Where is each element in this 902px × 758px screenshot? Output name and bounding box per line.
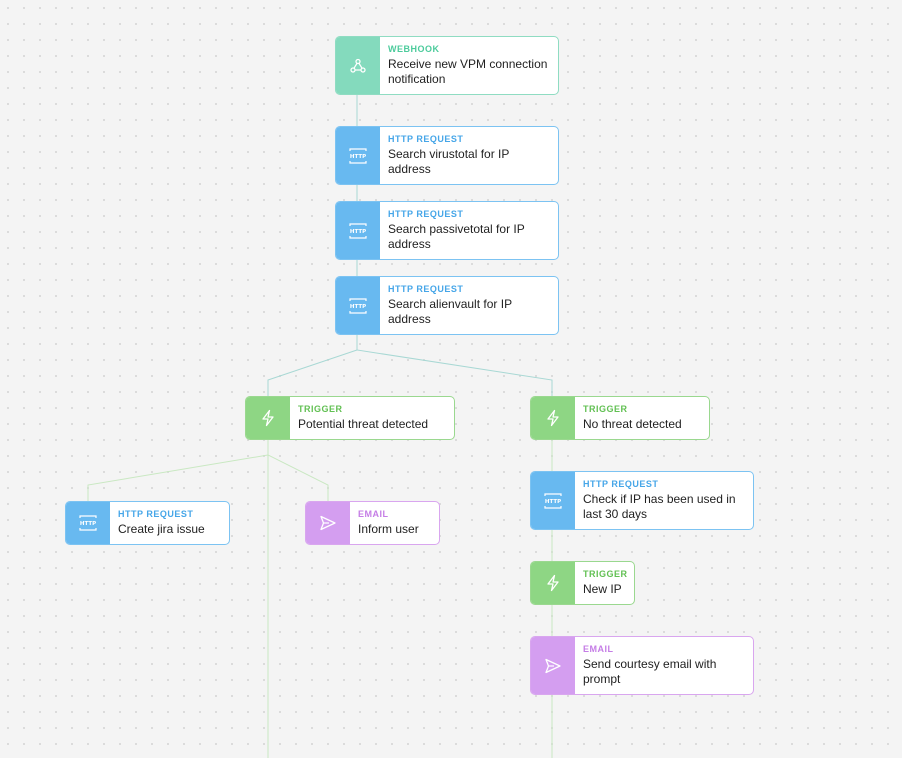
node-http-virustotal[interactable]: HTTP HTTP REQUEST Search virustotal for … — [335, 126, 559, 185]
node-kind-label: HTTP REQUEST — [388, 134, 464, 144]
send-icon — [531, 637, 575, 694]
node-kind-label: HTTP REQUEST — [388, 209, 464, 219]
node-email-inform[interactable]: EMAIL Inform user — [305, 501, 440, 545]
svg-text:HTTP: HTTP — [350, 229, 366, 235]
node-http-passivetotal[interactable]: HTTP HTTP REQUEST Search passivetotal fo… — [335, 201, 559, 260]
node-kind-label: TRIGGER — [583, 569, 628, 579]
lightning-icon — [531, 397, 575, 439]
send-icon — [306, 502, 350, 544]
node-title: Send courtesy email with prompt — [583, 657, 717, 686]
node-kind-label: TRIGGER — [298, 404, 343, 414]
node-http-check-ip[interactable]: HTTP HTTP REQUEST Check if IP has been u… — [530, 471, 754, 530]
node-title: Search alienvault for IP address — [388, 297, 512, 326]
node-kind-label: EMAIL — [583, 644, 614, 654]
node-kind-label: HTTP REQUEST — [388, 284, 464, 294]
node-kind-label: WEBHOOK — [388, 44, 440, 54]
http-icon: HTTP — [66, 502, 110, 544]
svg-text:HTTP: HTTP — [350, 154, 366, 160]
http-icon: HTTP — [336, 127, 380, 184]
node-trigger-new-ip[interactable]: TRIGGER New IP — [530, 561, 635, 605]
node-title: Inform user — [358, 522, 419, 536]
edge-trigger-threat-to-email-inform — [267, 440, 329, 501]
node-trigger-no-threat[interactable]: TRIGGER No threat detected — [530, 396, 710, 440]
node-kind-label: HTTP REQUEST — [118, 509, 194, 519]
node-http-alienvault[interactable]: HTTP HTTP REQUEST Search alienvault for … — [335, 276, 559, 335]
node-title: Search passivetotal for IP address — [388, 222, 525, 251]
node-title: New IP — [583, 582, 622, 596]
node-http-jira[interactable]: HTTP HTTP REQUEST Create jira issue — [65, 501, 230, 545]
node-webhook-vpm[interactable]: WEBHOOK Receive new VPM connection notif… — [335, 36, 559, 95]
node-title: Potential threat detected — [298, 417, 429, 431]
lightning-icon — [531, 562, 575, 604]
http-icon: HTTP — [336, 277, 380, 334]
node-title: Search virustotal for IP address — [388, 147, 510, 176]
node-title: No threat detected — [583, 417, 682, 431]
edge-http-alienvault-to-trigger-threat — [267, 335, 358, 396]
node-title: Create jira issue — [118, 522, 205, 536]
edge-trigger-threat-to-http-jira — [87, 440, 269, 501]
node-kind-label: HTTP REQUEST — [583, 479, 659, 489]
svg-text:HTTP: HTTP — [350, 304, 366, 310]
webhook-icon — [336, 37, 380, 94]
svg-text:HTTP: HTTP — [80, 521, 96, 527]
svg-text:HTTP: HTTP — [545, 499, 561, 505]
node-kind-label: EMAIL — [358, 509, 389, 519]
edge-http-alienvault-to-trigger-no-threat — [356, 335, 553, 396]
node-email-courtesy[interactable]: EMAIL Send courtesy email with prompt — [530, 636, 754, 695]
http-icon: HTTP — [531, 472, 575, 529]
node-trigger-threat[interactable]: TRIGGER Potential threat detected — [245, 396, 455, 440]
node-kind-label: TRIGGER — [583, 404, 628, 414]
node-title: Receive new VPM connection notification — [388, 57, 548, 86]
http-icon: HTTP — [336, 202, 380, 259]
node-title: Check if IP has been used in last 30 day… — [583, 492, 736, 521]
lightning-icon — [246, 397, 290, 439]
